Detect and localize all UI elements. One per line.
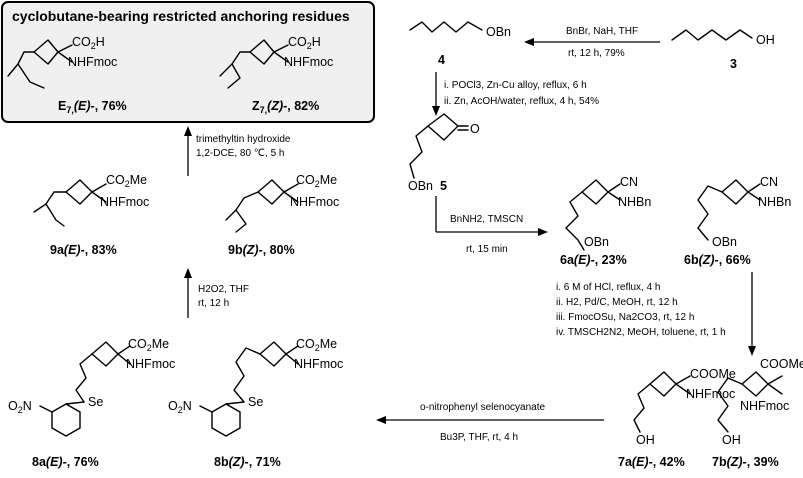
c8b-co2me: CO2Me bbox=[296, 337, 337, 353]
c7b-coome: COOMe bbox=[760, 357, 803, 371]
c9b-label: 9b(Z)-, 80% bbox=[228, 243, 295, 257]
z7-nhfmoc: NHFmoc bbox=[284, 55, 333, 69]
c9a-co2me: CO2Me bbox=[106, 173, 147, 189]
step3-top: BnNH2, TMSCN bbox=[450, 214, 523, 225]
c6a-nhbn: NHBn bbox=[618, 195, 651, 209]
c6a-obn: OBn bbox=[584, 235, 609, 249]
c8a-no2: O2N bbox=[8, 399, 32, 415]
structure-e7 bbox=[7, 39, 73, 89]
step4-l1: i. 6 M of HCl, reflux, 4 h bbox=[556, 282, 660, 293]
c8b-se: Se bbox=[248, 395, 263, 409]
e7-co2h: CO2H bbox=[72, 35, 105, 51]
c3-oh: OH bbox=[756, 33, 775, 47]
structure-8a bbox=[39, 341, 131, 437]
c8b-label: 8b(Z)-, 71% bbox=[214, 455, 281, 469]
structure-3 bbox=[671, 29, 753, 41]
c5-obn: OBn bbox=[408, 179, 433, 193]
structure-6a bbox=[565, 179, 621, 251]
c4-label: 4 bbox=[438, 53, 445, 67]
c8a-label: 8a(E)-, 76% bbox=[32, 455, 99, 469]
structure-7b bbox=[717, 371, 783, 433]
step7-top: trimethyltin hydroxide bbox=[196, 134, 291, 145]
c7a-nhfmoc: NHFmoc bbox=[686, 387, 735, 401]
structure-8b bbox=[199, 341, 299, 437]
structure-7a bbox=[633, 371, 691, 433]
step4-l4: iv. TMSCH2N2, MeOH, toluene, rt, 1 h bbox=[556, 327, 726, 338]
c8a-se: Se bbox=[88, 395, 103, 409]
c4-obn: OBn bbox=[486, 25, 511, 39]
box-title: cyclobutane-bearing restricted anchoring… bbox=[12, 8, 350, 24]
structure-5 bbox=[409, 113, 469, 179]
c7a-label: 7a(E)-, 42% bbox=[618, 455, 685, 469]
structure-4 bbox=[409, 21, 483, 33]
c5-label: 5 bbox=[440, 179, 447, 193]
step4-l2: ii. H2, Pd/C, MeOH, rt, 12 h bbox=[556, 297, 678, 308]
structure-9a bbox=[33, 179, 107, 227]
step5-top: o-nitrophenyl selenocyanate bbox=[420, 402, 546, 413]
step2-line1: i. POCl3, Zn-Cu alloy, reflux, 6 h bbox=[444, 80, 587, 91]
step5-bottom: Bu3P, THF, rt, 4 h bbox=[440, 432, 518, 443]
c9a-label: 9a(E)-, 83% bbox=[50, 243, 117, 257]
structure-6b bbox=[697, 179, 761, 241]
c7b-label: 7b(Z)-, 39% bbox=[712, 455, 779, 469]
c6b-cn: CN bbox=[760, 175, 778, 189]
c8a-co2me: CO2Me bbox=[128, 337, 169, 353]
c6b-label: 6b(Z)-, 66% bbox=[684, 253, 751, 267]
product-box bbox=[1, 1, 375, 123]
step3-bottom: rt, 15 min bbox=[466, 244, 508, 255]
step6-bottom: rt, 12 h bbox=[198, 298, 229, 309]
c8b-nhfmoc: NHFmoc bbox=[294, 357, 343, 371]
step7-bottom: 1,2-DCE, 80 ℃, 5 h bbox=[196, 148, 285, 159]
c7a-coome: COOMe bbox=[690, 367, 736, 381]
z7-co2h: CO2H bbox=[288, 35, 321, 51]
c8a-nhfmoc: NHFmoc bbox=[126, 357, 175, 371]
c3-label: 3 bbox=[730, 57, 737, 71]
step4-l3: iii. FmocOSu, Na2CO3, rt, 12 h bbox=[556, 312, 694, 323]
c9b-nhfmoc: NHFmoc bbox=[290, 195, 339, 209]
structure-9b bbox=[225, 179, 299, 233]
step1-top: BnBr, NaH, THF bbox=[566, 26, 638, 37]
structure-z7 bbox=[219, 39, 289, 89]
e7-label: E7,(E)-, 76% bbox=[58, 99, 127, 115]
z7-label: Z7,(Z)-, 82% bbox=[252, 99, 319, 115]
c8b-no2: O2N bbox=[168, 399, 192, 415]
e7-nhfmoc: NHFmoc bbox=[68, 55, 117, 69]
c6b-obn: OBn bbox=[712, 235, 737, 249]
c9b-co2me: CO2Me bbox=[296, 173, 337, 189]
c7b-nhfmoc: NHFmoc bbox=[740, 399, 789, 413]
step6-top: H2O2, THF bbox=[198, 284, 249, 295]
c9a-nhfmoc: NHFmoc bbox=[100, 195, 149, 209]
step2-line2: ii. Zn, AcOH/water, reflux, 4 h, 54% bbox=[444, 96, 599, 107]
c7b-oh: OH bbox=[722, 433, 741, 447]
c7a-oh: OH bbox=[636, 433, 655, 447]
c6a-cn: CN bbox=[620, 175, 638, 189]
c6a-label: 6a(E)-, 23% bbox=[560, 253, 627, 267]
c5-o: O bbox=[470, 122, 480, 136]
c6b-nhbn: NHBn bbox=[758, 195, 791, 209]
step1-bottom: rt, 12 h, 79% bbox=[568, 48, 625, 59]
